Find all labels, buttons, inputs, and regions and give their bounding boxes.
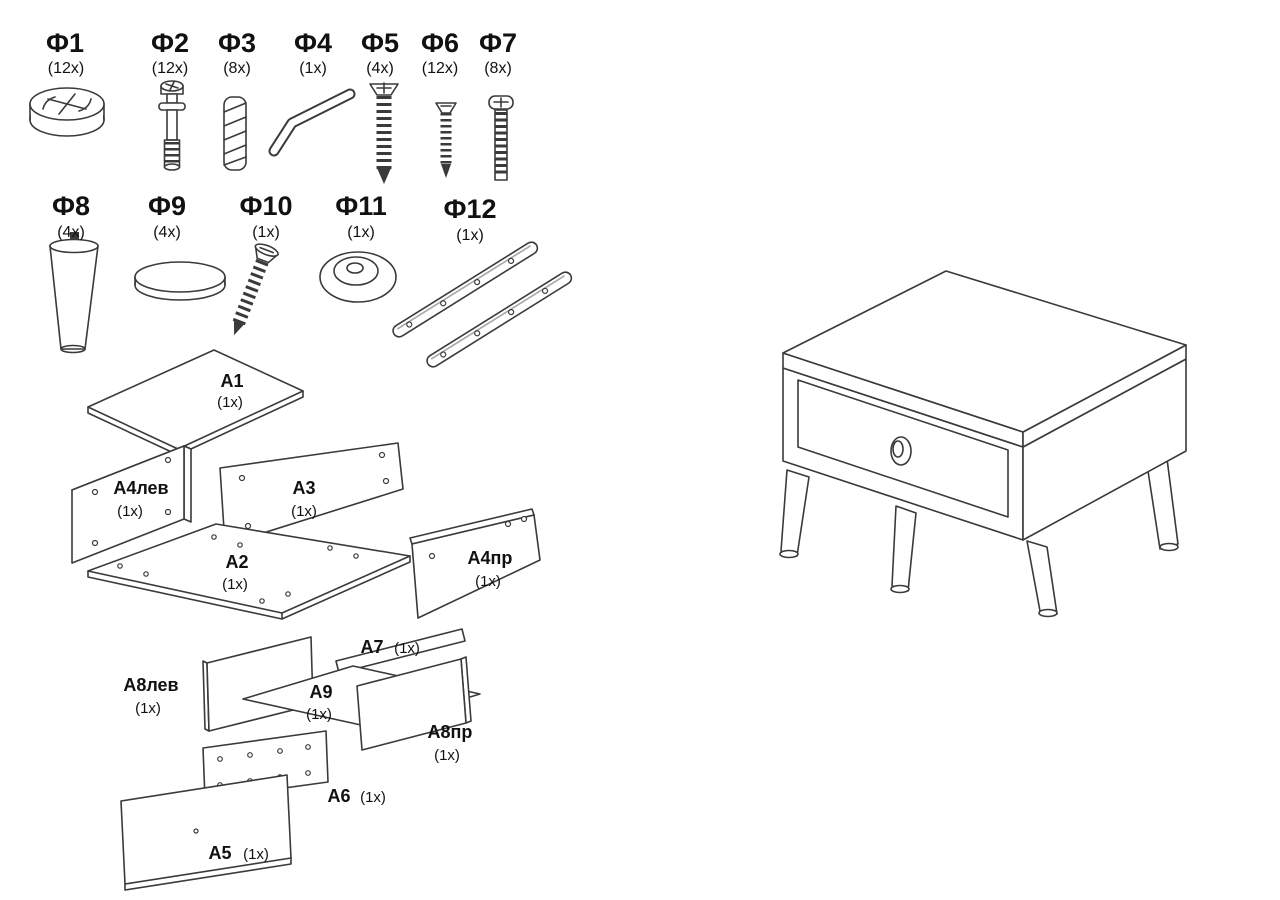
panel-a4lev-id: A4лев	[113, 478, 168, 498]
panel-a8pr-id: A8пр	[428, 722, 473, 742]
furniture-leg-icon	[49, 232, 99, 354]
panel-a2-qty: (1x)	[222, 576, 248, 593]
panel-a8lev-id: A8лев	[123, 675, 178, 695]
wooden-dowel-icon	[223, 96, 247, 171]
round-pad-icon	[134, 261, 226, 301]
drawer-back-a7	[335, 628, 466, 674]
panel-a3-id: A3	[292, 478, 315, 498]
hw-f9-id: Ф9	[148, 191, 186, 221]
hw-f3-qty: (8x)	[223, 60, 251, 77]
panel-a7-id: A7	[360, 637, 383, 657]
hw-f7-id: Ф7	[479, 28, 517, 58]
hw-f6-qty: (12x)	[422, 60, 458, 77]
panel-a2-id: A2	[225, 552, 248, 572]
hw-f10-id: Ф10	[239, 191, 292, 221]
hw-f12-id: Ф12	[443, 194, 496, 224]
panel-a3	[219, 442, 404, 546]
panel-a4lev-qty: (1x)	[117, 503, 143, 520]
hw-f5-id: Ф5	[361, 28, 399, 58]
panel-a5-id: A5	[208, 843, 231, 863]
hw-f11-qty: (1x)	[347, 224, 375, 241]
panel-a9-qty: (1x)	[306, 706, 332, 723]
hw-f10-qty: (1x)	[252, 224, 280, 241]
panel-a8lev-qty: (1x)	[135, 700, 161, 717]
panel-a4pr-qty: (1x)	[475, 573, 501, 590]
hw-f4-qty: (1x)	[299, 60, 327, 77]
panel-a3-qty: (1x)	[291, 503, 317, 520]
panel-a1-id: A1	[220, 371, 243, 391]
panel-a7-qty: (1x)	[394, 640, 420, 657]
panel-a4pr-id: A4пр	[468, 548, 513, 568]
panel-a6-qty: (1x)	[360, 789, 386, 806]
panel-a8pr-qty: (1x)	[434, 747, 460, 764]
long-screw-icon	[232, 243, 279, 336]
pan-head-bolt-icon	[488, 95, 514, 181]
drawer-facade-a5	[120, 774, 292, 891]
hw-f1-qty: (12x)	[48, 60, 84, 77]
hw-f8-qty: (4x)	[57, 224, 85, 241]
hw-f7-qty: (8x)	[484, 60, 512, 77]
hw-f12-qty: (1x)	[456, 227, 484, 244]
hw-f8-id: Ф8	[52, 191, 90, 221]
panel-a1	[87, 349, 304, 456]
nightstand-leg-front-right	[1026, 540, 1058, 618]
panel-a1-qty: (1x)	[217, 394, 243, 411]
assembled-nightstand	[779, 270, 1187, 618]
cam-bolt-icon	[158, 80, 186, 171]
nightstand-leg-back-left	[890, 505, 917, 594]
allen-key-icon	[268, 88, 356, 157]
hw-f3-id: Ф3	[218, 28, 256, 58]
panel-a4-right	[409, 508, 541, 619]
nightstand-leg-front-left	[779, 469, 810, 559]
small-screw-icon	[435, 102, 457, 178]
large-screw-icon	[369, 82, 399, 184]
panel-a9-id: A9	[309, 682, 332, 702]
panel-a6-id: A6	[327, 786, 350, 806]
cam-lock-icon	[29, 87, 105, 137]
hw-f2-id: Ф2	[151, 28, 189, 58]
panel-a4-left	[71, 445, 192, 564]
hw-f9-qty: (4x)	[153, 224, 181, 241]
drawer-side-a8-right	[356, 656, 472, 751]
drawer-knob	[890, 436, 912, 466]
hw-f6-id: Ф6	[421, 28, 459, 58]
drawer-inner-front-a6	[202, 730, 329, 800]
hw-f5-qty: (4x)	[366, 60, 394, 77]
panel-a2	[87, 523, 411, 620]
hw-f1-id: Ф1	[46, 28, 84, 58]
panel-a5-qty: (1x)	[243, 846, 269, 863]
hw-f4-id: Ф4	[294, 28, 332, 58]
hw-f2-qty: (12x)	[152, 60, 188, 77]
hw-f11-id: Ф11	[335, 191, 387, 221]
knob-icon	[319, 251, 397, 303]
drawer-slides-icon	[392, 241, 573, 368]
